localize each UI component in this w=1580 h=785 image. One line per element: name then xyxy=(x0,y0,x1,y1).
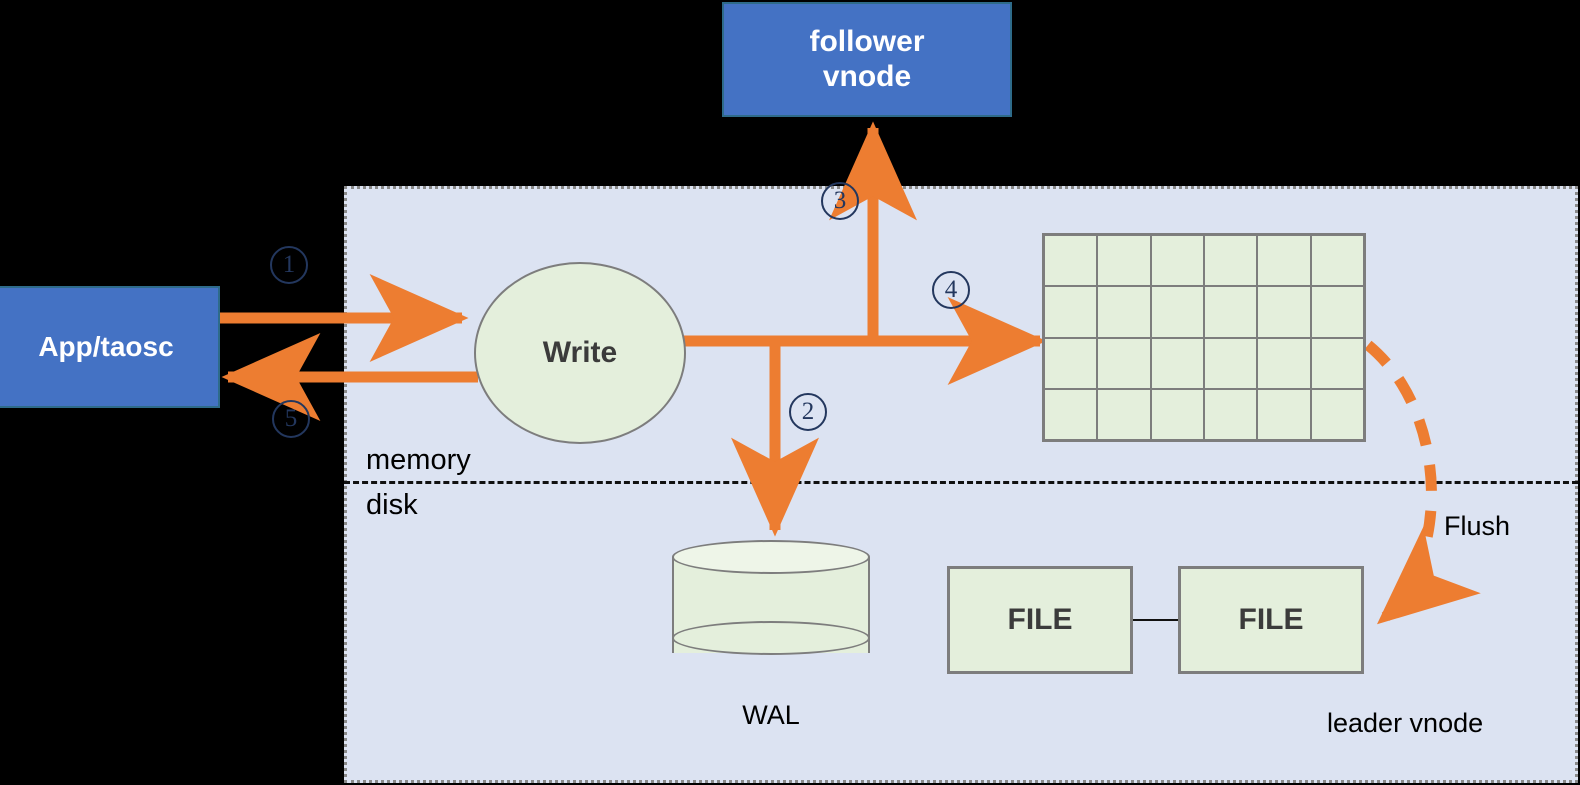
memtable-cell xyxy=(1204,389,1257,439)
step-marker-3: 3 xyxy=(821,182,859,220)
memtable-cell xyxy=(1045,236,1097,286)
file-box-2[interactable]: FILE xyxy=(1178,566,1364,674)
follower-vnode-label-line2: vnode xyxy=(822,59,912,93)
memtable-cell xyxy=(1258,389,1310,439)
memtable-cell xyxy=(1204,287,1257,337)
file-connector-line xyxy=(1133,619,1178,621)
memtable-cell xyxy=(1045,338,1097,388)
memtable-cell xyxy=(1311,389,1363,439)
disk-label: disk xyxy=(366,489,418,521)
memory-label: memory xyxy=(366,444,471,476)
memtable-cell xyxy=(1098,338,1150,388)
leader-vnode-label: leader vnode xyxy=(1327,708,1484,738)
app-taosc-box[interactable]: App/taosc xyxy=(0,286,220,408)
memtable-cell xyxy=(1098,236,1150,286)
memtable-cell xyxy=(1151,338,1203,388)
memtable-cell xyxy=(1311,287,1363,337)
step-marker-1: 1 xyxy=(270,246,308,284)
file-box-1-label: FILE xyxy=(1007,603,1073,636)
follower-vnode-label-line1: follower xyxy=(809,25,925,58)
write-node[interactable]: Write xyxy=(474,262,686,444)
memtable-cell xyxy=(1311,236,1363,286)
step-marker-5: 5 xyxy=(272,400,310,438)
memtable-cell xyxy=(1204,236,1257,286)
memtable-cell xyxy=(1258,236,1310,286)
step-marker-2: 2 xyxy=(789,393,827,431)
memory-disk-divider xyxy=(344,481,1578,484)
memtable-cell xyxy=(1258,287,1310,337)
memtable-grid xyxy=(1042,233,1366,442)
app-taosc-label: App/taosc xyxy=(38,330,174,362)
memtable-cell xyxy=(1311,338,1363,388)
step-marker-4: 4 xyxy=(932,271,970,309)
file-box-2-label: FILE xyxy=(1238,603,1304,636)
memtable-cell xyxy=(1151,287,1203,337)
memtable-cell xyxy=(1045,389,1097,439)
memtable-cell xyxy=(1151,389,1203,439)
write-label: Write xyxy=(542,336,618,369)
memtable-cell xyxy=(1258,338,1310,388)
memtable-cell xyxy=(1098,389,1150,439)
wal-cylinder-top xyxy=(672,540,870,574)
memtable-cell xyxy=(1098,287,1150,337)
wal-cylinder-bottom xyxy=(672,621,870,655)
file-box-1[interactable]: FILE xyxy=(947,566,1133,674)
wal-cylinder xyxy=(672,540,870,670)
memtable-cell xyxy=(1045,287,1097,337)
wal-label: WAL xyxy=(742,700,800,730)
memtable-cell xyxy=(1151,236,1203,286)
flush-label: Flush xyxy=(1444,511,1511,541)
follower-vnode-box[interactable]: follower vnode xyxy=(722,2,1012,117)
memtable-cell xyxy=(1204,338,1257,388)
